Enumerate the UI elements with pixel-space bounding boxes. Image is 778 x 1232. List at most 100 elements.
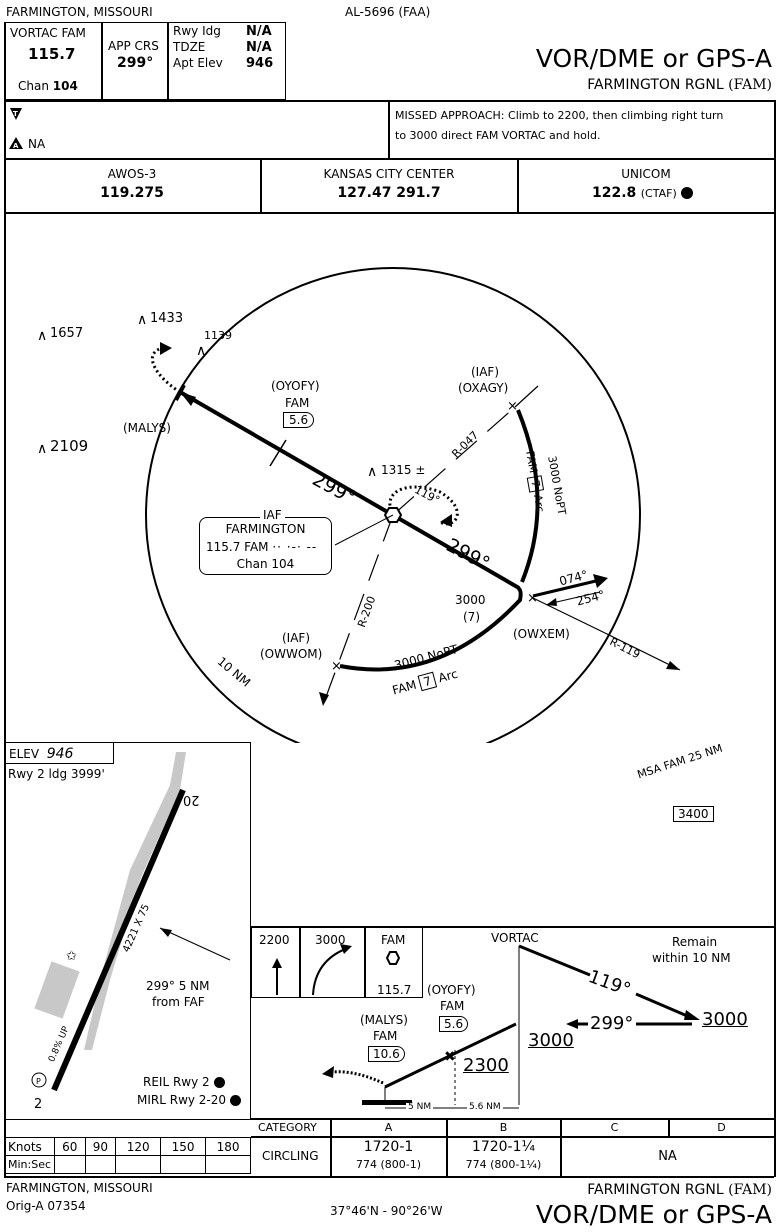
svg-text:∧: ∧ bbox=[37, 328, 47, 344]
profile-alt-vortac: 3000 bbox=[528, 1030, 574, 1051]
elev-box bbox=[4, 742, 114, 764]
obstacle-1139: 1139 bbox=[204, 329, 232, 342]
faf-cross-icon: ✖ bbox=[444, 1049, 456, 1065]
owwom-iaf-label: (IAF) bbox=[282, 631, 311, 645]
profile-malys-fam: FAM bbox=[373, 1029, 398, 1043]
cat-b: B bbox=[499, 1121, 508, 1134]
obstacle-1315: 1315 ± bbox=[381, 463, 426, 477]
oyofy-dme-box: 5.6 bbox=[283, 412, 315, 428]
lighting-icon bbox=[229, 1095, 241, 1106]
oyofy-label: (OYOFY) bbox=[271, 379, 320, 393]
radial-200-line bbox=[322, 514, 394, 706]
footer-title: VOR/DME or GPS-A bbox=[535, 1200, 772, 1229]
profile-vortac-label: VORTAC bbox=[491, 931, 539, 945]
owxem-label: (OWXEM) bbox=[513, 627, 570, 641]
speed-90: 90 bbox=[84, 1137, 117, 1156]
oxagy-label: (OXAGY) bbox=[458, 381, 509, 395]
oyofy-fix-tick bbox=[269, 439, 287, 467]
comm-center-freq: 127.47 291.7 bbox=[337, 185, 441, 201]
profile-oyofy: (OYOFY) bbox=[427, 983, 476, 997]
profile-view: ✖ bbox=[272, 944, 700, 1109]
runway-profile-bar bbox=[362, 1100, 412, 1105]
iaf-box-name: FARMINGTON bbox=[225, 522, 306, 536]
elev-value: ELEV 946 bbox=[9, 746, 74, 762]
missed-approach-profile bbox=[324, 1070, 384, 1085]
from-faf-line1: 299° 5 NM bbox=[146, 979, 210, 993]
header-airport: FARMINGTON RGNL (FAM) bbox=[587, 77, 772, 93]
oxagy-iaf-label: (IAF) bbox=[471, 365, 500, 379]
tdze-label: TDZE bbox=[173, 40, 206, 54]
morse-code-icon: ·· ·-· -- bbox=[272, 540, 318, 554]
obstacle-1433: 1433 bbox=[150, 311, 184, 326]
segmented-circle-icon bbox=[31, 1072, 47, 1088]
svg-text:∧: ∧ bbox=[137, 312, 147, 328]
owwom-fix-mark: × bbox=[331, 659, 342, 674]
rwy-ldg-value: N/A bbox=[246, 24, 272, 39]
missed-approach-icons bbox=[251, 926, 423, 998]
ten-nm-ring bbox=[145, 267, 641, 743]
header-title: VOR/DME or GPS-A bbox=[535, 44, 772, 73]
comm-unicom-freq: 122.8 (CTAF) bbox=[592, 186, 694, 200]
speed-180: 180 bbox=[205, 1137, 251, 1156]
apt-elev-value: 946 bbox=[246, 56, 274, 71]
category-label: CATEGORY bbox=[258, 1121, 317, 1134]
holding-pattern bbox=[388, 485, 459, 526]
app-crs-value: 299° bbox=[117, 55, 154, 71]
cat-c: C bbox=[610, 1121, 619, 1134]
runway-2-20 bbox=[51, 788, 186, 1092]
profile-inbound-crs: 299° bbox=[590, 1013, 634, 1034]
msa-altitude: 3400 bbox=[673, 806, 714, 822]
speed-60: 60 bbox=[54, 1137, 86, 1156]
obstacle-2109: 2109 bbox=[50, 437, 89, 455]
icon-alt-3000: 3000 bbox=[315, 933, 346, 947]
comm-awos-name: AWOS-3 bbox=[107, 167, 157, 181]
header-location: FARMINGTON, MISSOURI bbox=[6, 5, 153, 19]
descent-path bbox=[384, 1022, 517, 1089]
profile-malys: (MALYS) bbox=[360, 1013, 408, 1027]
oxagy-fix-mark: × bbox=[507, 399, 518, 414]
sw-dme-arc bbox=[339, 586, 523, 672]
comm-awos-freq: 119.275 bbox=[100, 185, 164, 201]
timing-table: Knots 60 90 120 150 180 Min:Sec bbox=[4, 1137, 251, 1174]
cat-b-haa: 774 (800-1¼) bbox=[465, 1158, 542, 1171]
lighting-icon bbox=[213, 1077, 225, 1088]
profile-alt-hold: 3000 bbox=[702, 1009, 748, 1030]
cat-a: A bbox=[384, 1121, 393, 1134]
footer-airport: FARMINGTON RGNL (FAM) bbox=[587, 1182, 772, 1198]
runway-2-label: 2 bbox=[34, 1097, 43, 1112]
alternate-minimums-icon: A bbox=[9, 137, 23, 150]
iaf-box-chan: Chan 104 bbox=[236, 557, 295, 571]
svg-text:P: P bbox=[36, 1077, 41, 1086]
lighting-icon bbox=[681, 187, 694, 199]
vortac-chan: Chan 104 bbox=[18, 79, 78, 93]
footer-orig: Orig-A 07354 bbox=[6, 1199, 86, 1213]
ne-dme-arc bbox=[516, 409, 540, 583]
mirl-label: MIRL Rwy 2-20 bbox=[137, 1094, 241, 1106]
rwy-ldg-label: Rwy Idg bbox=[173, 24, 221, 38]
obstacle-1657: 1657 bbox=[50, 326, 84, 341]
comm-center-name: KANSAS CITY CENTER bbox=[323, 167, 455, 181]
remain-line2: within 10 NM bbox=[652, 951, 731, 965]
profile-dist-2: 5.6 NM bbox=[467, 1102, 503, 1112]
plan-view: × × × ∧ ∧ ∧ ∧ ∧ bbox=[37, 267, 681, 743]
svg-text:T: T bbox=[13, 110, 18, 118]
airport-diagram-drawing: ✩ P bbox=[31, 752, 231, 1092]
profile-mda: 2300 bbox=[463, 1055, 509, 1076]
profile-oyofy-fam: FAM bbox=[440, 999, 465, 1013]
remain-line1: Remain bbox=[672, 935, 718, 949]
from-faf-line2: from FAF bbox=[152, 995, 205, 1009]
obstacle-symbols: ∧ ∧ ∧ ∧ ∧ bbox=[37, 312, 377, 480]
icon-alt-2200: 2200 bbox=[259, 933, 290, 947]
vortac-icon bbox=[385, 951, 401, 965]
comm-unicom-name: UNICOM bbox=[621, 167, 671, 181]
owxem-fix-mark: × bbox=[527, 591, 538, 606]
airport-diagram bbox=[4, 742, 251, 1120]
taxiway bbox=[84, 752, 186, 1050]
malys-fix-bar bbox=[174, 384, 186, 401]
minsec-label: Min:Sec bbox=[4, 1155, 55, 1174]
speed-120: 120 bbox=[115, 1137, 162, 1156]
malys-label: (MALYS) bbox=[123, 421, 171, 435]
svg-text:∧: ∧ bbox=[196, 343, 206, 359]
circling-label: CIRCLING bbox=[262, 1149, 319, 1163]
svg-text:∧: ∧ bbox=[37, 441, 47, 457]
